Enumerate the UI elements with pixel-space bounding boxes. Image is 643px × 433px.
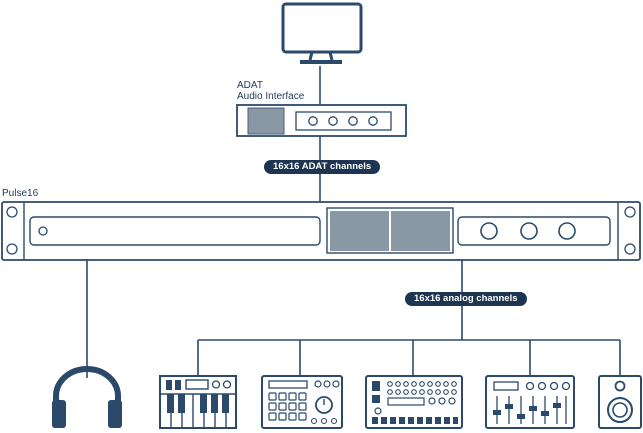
pulse16-rack-unit: [1, 201, 641, 261]
mixer-icon: [485, 375, 575, 429]
headphones-icon: [52, 366, 122, 428]
connection-lines: [86, 66, 621, 378]
analog-channels-badge: 16x16 analog channels: [405, 292, 527, 306]
keyboard-synth-icon: [159, 375, 237, 429]
drum-machine-icon: [261, 375, 343, 429]
computer-monitor-icon: [281, 2, 363, 64]
pulse16-label: Pulse16: [2, 188, 39, 199]
interface-label-line2: Audio Interface: [237, 91, 305, 102]
adat-audio-interface: [236, 104, 407, 137]
speaker-icon: [598, 375, 642, 429]
adat-channels-badge: 16x16 ADAT channels: [264, 160, 381, 174]
interface-label-line1: ADAT: [237, 80, 263, 91]
sequencer-icon: [365, 375, 463, 429]
